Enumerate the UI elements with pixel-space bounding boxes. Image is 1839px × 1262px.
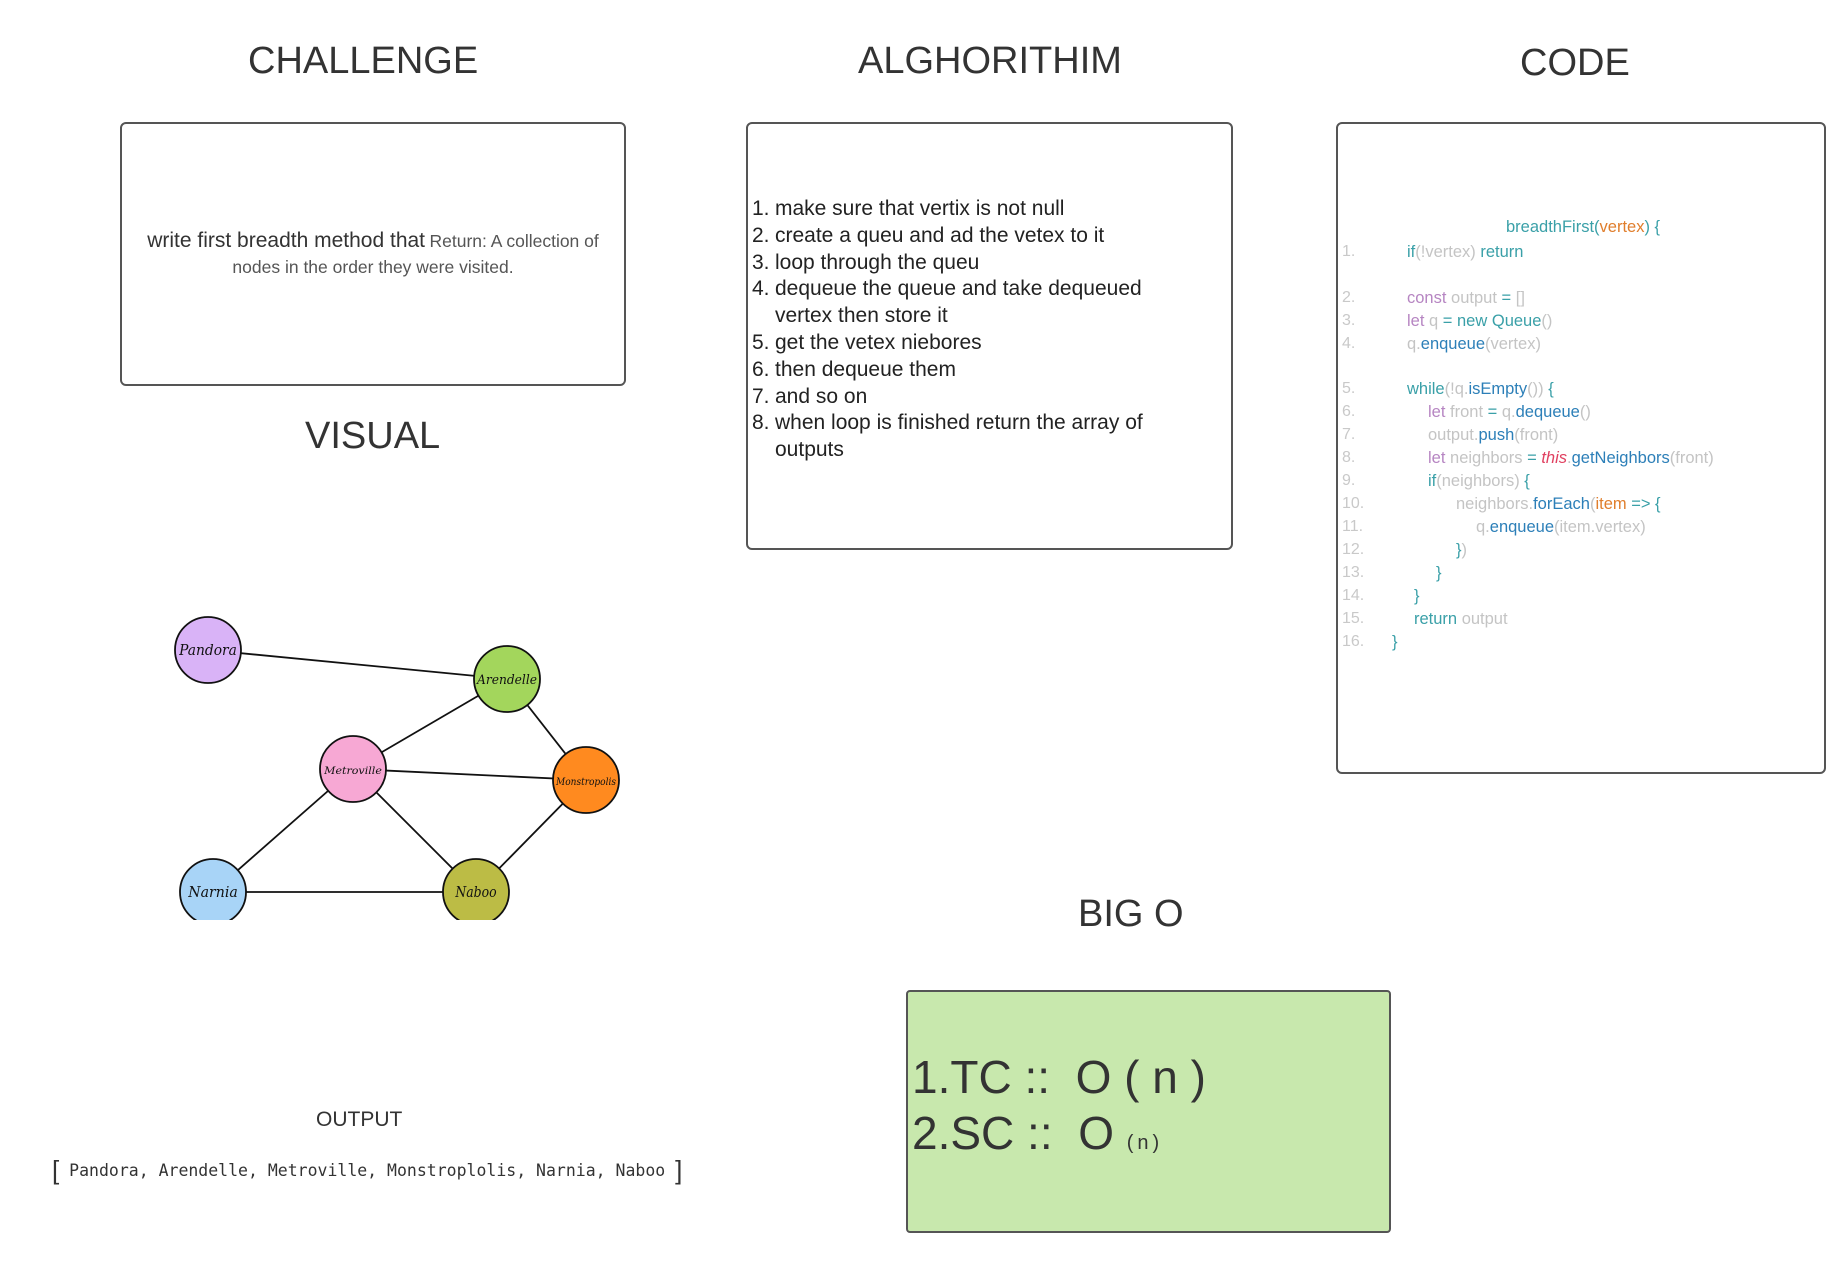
node-metroville (319, 735, 387, 803)
edge-pandora-arendelle (207, 649, 508, 680)
challenge-return-text: Return: A collection of nodes in the ord… (232, 231, 599, 277)
algorithm-step: 8.when loop is finished return the array… (752, 411, 1143, 462)
node-monstropolis (552, 746, 620, 814)
node-arendelle (473, 645, 541, 713)
challenge-heading: CHALLENGE (248, 40, 479, 82)
code-header: breadthFirst(vertex) { (1506, 218, 1661, 236)
algorithm-step: 6.then dequeue them (752, 357, 956, 381)
output-title: OUTPUT (316, 1108, 403, 1131)
bigo-heading: BIG O (1078, 893, 1184, 935)
algorithm-step: 1.make sure that vertix is not null (752, 197, 1065, 220)
code-block: breadthFirst(vertex) { 1.if(!vertex) ret… (1342, 218, 1714, 651)
challenge-main-text: write first breadth method that (147, 229, 426, 252)
algorithm-heading: ALGHORITHIM (858, 40, 1122, 82)
output-open-bracket: [ (52, 1155, 60, 1185)
code-heading: CODE (1520, 42, 1630, 84)
challenge-card: write first breadth method that Return: … (120, 122, 626, 386)
visual-heading: VISUAL (305, 415, 441, 457)
algorithm-card: 1.make sure that vertix is not null 2.cr… (746, 122, 1233, 550)
node-narnia (179, 858, 247, 920)
output-values-text: Pandora, Arendelle, Metroville, Monstrop… (69, 1161, 666, 1180)
output-values: [ Pandora, Arendelle, Metroville, Monstr… (52, 1155, 682, 1186)
algorithm-step: 4.dequeue the queue and take dequeued ve… (752, 277, 1142, 328)
node-pandora (174, 616, 242, 684)
time-complexity: 1.TC :: O ( n ) (912, 1051, 1206, 1103)
output-close-bracket: ] (675, 1155, 683, 1185)
graph-visual: PandoraArendelleMetrovilleMonstropolisNa… (174, 616, 620, 920)
code-card: breadthFirst(vertex) { 1.if(!vertex) ret… (1336, 122, 1826, 774)
node-label-pandora: Pandora (178, 641, 237, 659)
node-label-monstropolis: Monstropolis (555, 776, 616, 788)
node-label-narnia: Narnia (187, 883, 237, 901)
node-label-arendelle: Arendelle (476, 673, 537, 688)
algorithm-step: 7.and so on (752, 384, 868, 408)
graph-nodes: PandoraArendelleMetrovilleMonstropolisNa… (174, 616, 620, 920)
algorithm-steps: 1.make sure that vertix is not null 2.cr… (752, 196, 1195, 464)
challenge-description: write first breadth method that Return: … (122, 229, 624, 281)
bigo-card: 1.TC :: O ( n ) 2.SC :: O (n) (906, 990, 1391, 1233)
algorithm-step: 2.create a queu and ad the vetex to it (752, 223, 1105, 247)
algorithm-step: 5.get the vetex niebores (752, 330, 982, 354)
node-label-metroville: Metroville (323, 765, 382, 777)
edge-metroville-monstropolis (352, 768, 587, 781)
node-label-naboo: Naboo (455, 883, 497, 901)
algorithm-step: 3.loop through the queu (752, 250, 980, 274)
space-complexity: 2.SC :: O (n) (912, 1107, 1164, 1159)
node-naboo (442, 858, 510, 920)
